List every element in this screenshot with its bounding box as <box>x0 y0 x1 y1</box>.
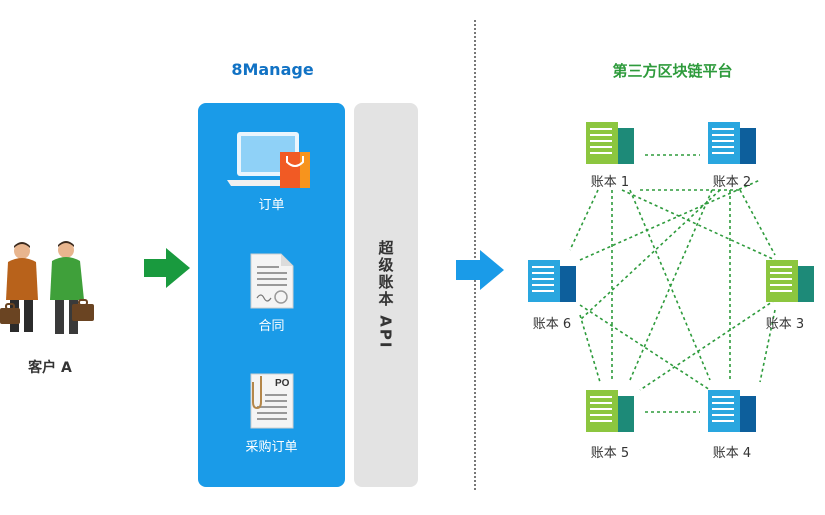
api-panel <box>354 103 418 487</box>
ledger-2-icon <box>708 122 756 164</box>
ledger-3-icon <box>766 260 814 302</box>
blockchain-title: 第三方区块链平台 <box>612 62 733 80</box>
api-label: 超级账本 API <box>376 240 395 350</box>
ledger-4-icon <box>708 390 756 432</box>
ledger-5-icon <box>586 390 634 432</box>
laptop-shopping-bag-icon <box>227 132 310 188</box>
ledger-label: 账本 5 <box>590 446 630 461</box>
order-label: 订单 <box>258 198 285 213</box>
purchase-order-icon: PO <box>250 373 294 429</box>
contract-document-icon <box>250 253 294 309</box>
ledger-label: 账本 1 <box>590 175 630 190</box>
ledger-1-icon <box>586 122 634 164</box>
section-divider <box>474 20 476 490</box>
right-arrow-icon <box>456 250 504 290</box>
platform-title: 8Manage <box>231 60 314 79</box>
svg-text:PO: PO <box>275 378 290 389</box>
api-label-wrap: 超级账本 API <box>354 103 418 487</box>
ledger-6-icon <box>528 260 576 302</box>
right-arrow-icon <box>144 248 190 288</box>
purchase-order-label: 采购订单 <box>245 440 298 455</box>
client-label: 客户 A <box>28 360 72 376</box>
two-businessmen-icon <box>0 241 94 334</box>
ledger-label: 账本 4 <box>712 446 752 461</box>
ledger-label: 账本 6 <box>532 317 572 332</box>
contract-label: 合同 <box>258 319 285 334</box>
ledger-label: 账本 3 <box>765 317 805 332</box>
ledger-label: 账本 2 <box>712 175 752 190</box>
